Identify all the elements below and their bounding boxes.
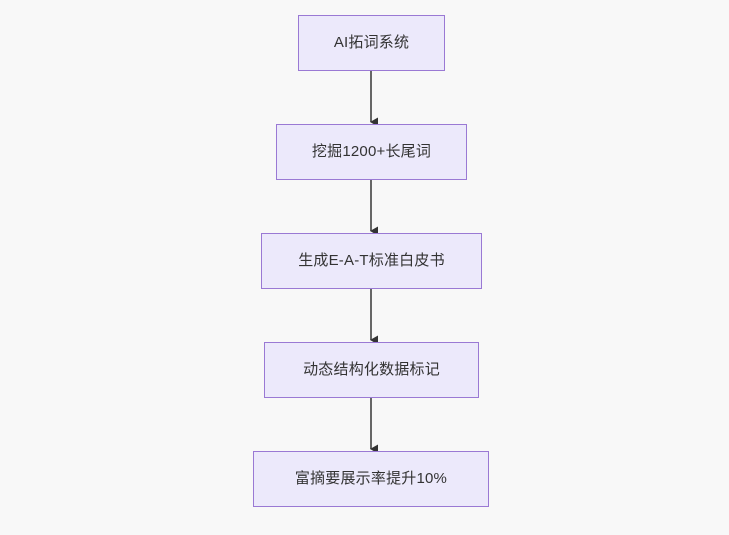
flowchart-node-label: 挖掘1200+长尾词 [311, 143, 432, 160]
flowchart-node-label: 富摘要展示率提升10% [294, 470, 448, 487]
flowchart-node-mine-longtail-keywords[interactable]: 挖掘1200+长尾词 [276, 124, 467, 180]
flowchart-node-label: AI拓词系统 [333, 34, 410, 51]
flowchart-node-dynamic-structured-data-markup[interactable]: 动态结构化数据标记 [264, 342, 479, 398]
flowchart-node-ai-keyword-system[interactable]: AI拓词系统 [298, 15, 445, 71]
flowchart-node-label: 动态结构化数据标记 [303, 361, 440, 378]
flowchart-node-rich-snippet-impression-lift[interactable]: 富摘要展示率提升10% [253, 451, 489, 507]
flowchart-node-generate-eat-whitepaper[interactable]: 生成E-A-T标准白皮书 [261, 233, 482, 289]
flowchart-node-label: 生成E-A-T标准白皮书 [298, 252, 445, 269]
